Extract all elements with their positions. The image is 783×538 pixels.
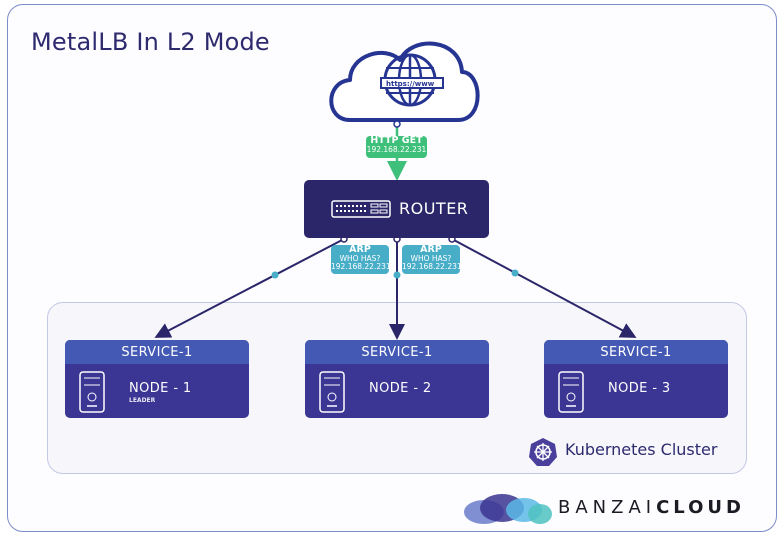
server-icon bbox=[319, 371, 345, 413]
node-name: NODE - 3 bbox=[608, 381, 671, 396]
service-label: SERVICE-1 bbox=[544, 340, 728, 364]
arp-badge-2: ARP WHO HAS? 192.168.22.231 bbox=[402, 245, 462, 274]
router-label: ROUTER bbox=[399, 199, 469, 218]
cloud-globe-icon: https://www bbox=[329, 41, 480, 122]
banzaicloud-logo-icon bbox=[464, 494, 552, 524]
url-label: https://www bbox=[386, 80, 435, 88]
service-label: SERVICE-1 bbox=[65, 340, 249, 364]
cluster-label: Kubernetes Cluster bbox=[565, 440, 718, 459]
node-3-card: SERVICE-1 NODE - 3 bbox=[544, 340, 728, 418]
node-name: NODE - 1 bbox=[129, 381, 192, 396]
arp-badge-1: ARP WHO HAS? 192.168.22.231 bbox=[331, 245, 391, 274]
leader-tag: LEADER bbox=[129, 397, 156, 404]
arp-arrow-node-1 bbox=[154, 238, 345, 338]
router-box: ROUTER bbox=[304, 180, 489, 238]
server-icon bbox=[558, 371, 584, 413]
service-label: SERVICE-1 bbox=[305, 340, 489, 364]
switch-icon bbox=[331, 200, 391, 218]
http-get-badge: HTTP GET 192.168.22.231 bbox=[366, 136, 427, 158]
kubernetes-icon bbox=[529, 438, 557, 466]
server-icon bbox=[79, 371, 105, 413]
node-2-card: SERVICE-1 NODE - 2 bbox=[305, 340, 489, 418]
node-1-card: SERVICE-1 NODE - 1 LEADER bbox=[65, 340, 249, 418]
node-name: NODE - 2 bbox=[369, 381, 432, 396]
diagram-title: MetalLB In L2 Mode bbox=[31, 28, 270, 56]
arp-arrow-node-3 bbox=[451, 238, 637, 338]
brand-wordmark: BANZAICLOUD bbox=[558, 497, 745, 518]
